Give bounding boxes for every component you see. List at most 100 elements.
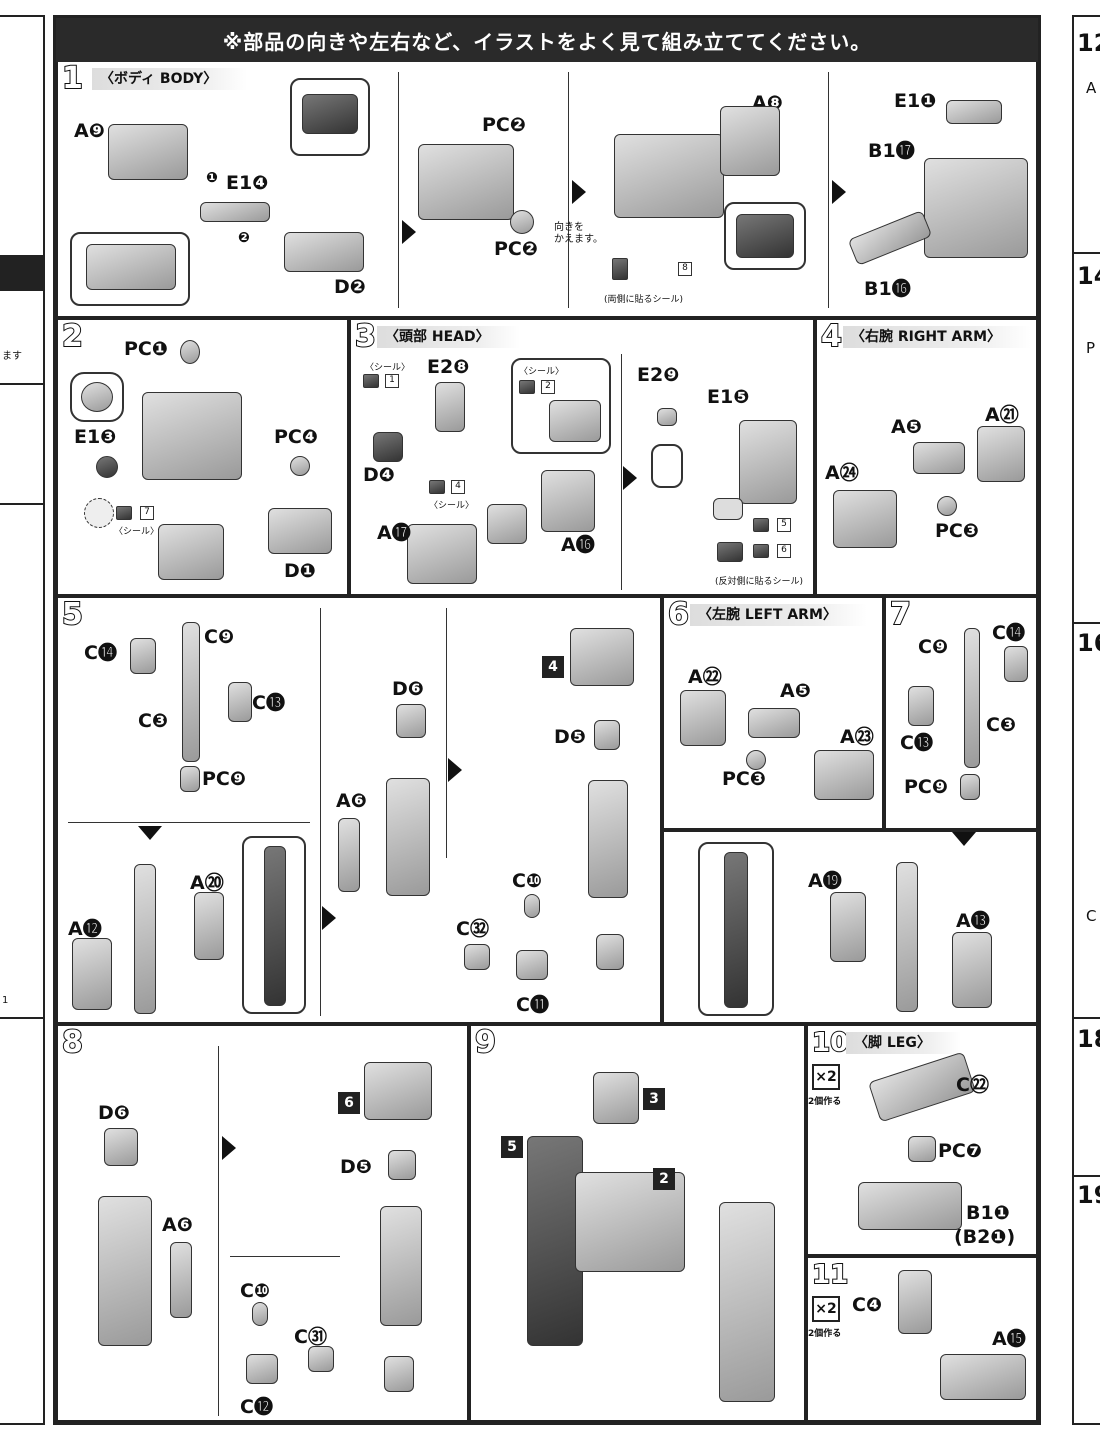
part-label: C⓮ (992, 622, 1025, 644)
part-label: B1❶ (966, 1202, 1010, 1224)
left-dark-bar (0, 255, 43, 291)
arm-frame-illustration (182, 622, 200, 762)
part-label: A⓱ (377, 522, 411, 544)
part-label: C❸ (138, 710, 169, 732)
seal-note: 〈シール〉 (429, 501, 475, 511)
part-label: PC❸ (722, 768, 766, 790)
detail-part-illustration (81, 382, 113, 412)
seal-illustration (84, 498, 114, 528)
part-label: A❾ (74, 120, 105, 142)
next-arrow (402, 220, 416, 244)
step-9-panel: 9 3 5 2 (469, 1024, 806, 1422)
step-number: 5 (61, 597, 84, 632)
body-part-illustration (108, 124, 188, 180)
left-divider (0, 1017, 43, 1019)
sub-step-divider (568, 72, 569, 308)
forearm-illustration (98, 1196, 152, 1346)
sub-step-divider (218, 1046, 219, 1416)
vent-part-illustration (946, 100, 1002, 124)
part-label: A㉒ (688, 666, 722, 688)
next-arrow (572, 180, 586, 204)
head-detail-illustration (549, 400, 601, 442)
step-7-panel: 7 C❾ C⓮ C⓭ C❸ PC❾ (884, 596, 1038, 830)
base-part-illustration (268, 508, 332, 554)
left-text-fragment: ます (2, 351, 22, 362)
detail-callout (70, 372, 124, 422)
part-label: A㉑ (985, 404, 1019, 426)
detail-callout: 〈シール〉 2 (511, 358, 611, 454)
seal-note: 〈シール〉 (114, 527, 160, 537)
orientation-note: かえます。 (554, 234, 603, 245)
part-label: E1❹ (226, 172, 269, 194)
step-number: 4 (820, 319, 843, 354)
next-arrow (222, 1136, 236, 1160)
next-arrow (952, 832, 976, 846)
polycap-illustration (180, 340, 200, 364)
shoulder-part-illustration (680, 690, 726, 746)
part-label: C❾ (918, 636, 949, 658)
forearm-illustration (386, 778, 430, 896)
part-label: PC❶ (124, 338, 168, 360)
head-assembly-illustration (593, 1072, 639, 1124)
seal-number: 8 (678, 262, 692, 276)
step-number: 9 (474, 1025, 497, 1060)
left-divider (0, 503, 43, 505)
part-label: C⓮ (84, 642, 117, 664)
step-number: 6 (667, 597, 690, 632)
warning-banner: ※部品の向きや左右など、イラストをよく見て組み立ててください。 (56, 18, 1038, 62)
detail-part-illustration (724, 852, 748, 1008)
opposite-side-icon (717, 542, 743, 562)
step-1-panel: 1 〈ボディ BODY〉 A❾ ❶ E1❹ ❷ D❷ PC❷ PC❷ 向きを か… (56, 62, 1038, 318)
part-label: A❺ (780, 680, 811, 702)
step-title: 〈右腕 RIGHT ARM〉 (843, 326, 1032, 348)
next-arrow (448, 758, 462, 782)
part-label: D❻ (392, 678, 424, 700)
polycap-illustration (908, 1136, 936, 1162)
shoulder-part-illustration (913, 442, 965, 474)
right-step-number: 19 (1077, 1181, 1100, 1209)
right-text-fragment: A (1086, 79, 1097, 97)
part-label: C⓭ (900, 732, 933, 754)
body-part-illustration (924, 158, 1028, 258)
part-label: PC❸ (935, 520, 979, 542)
detail-callout (651, 444, 683, 488)
sensor-part-illustration (96, 456, 118, 478)
part-label: A⓯ (992, 1328, 1026, 1350)
foot-part-illustration (940, 1354, 1026, 1400)
arm-shell-illustration (194, 892, 224, 960)
right-step-number: 18 (1077, 1025, 1100, 1053)
make-two-note: 2個作る (808, 1329, 842, 1339)
step-number: 1 (61, 62, 84, 96)
left-divider (0, 383, 43, 385)
arm-cover-illustration (908, 686, 934, 726)
part-label: C❸ (986, 714, 1017, 736)
step-10-panel: 10 〈脚 LEG〉 ×2 2個作る C㉒ PC❼ B1❶ (B2❶) (806, 1024, 1038, 1256)
step-number: 7 (889, 597, 912, 632)
detail-part-illustration (264, 846, 286, 1006)
forearm-illustration (380, 1206, 422, 1326)
part-label: (B2❶) (954, 1226, 1016, 1248)
hand-part-illustration (516, 950, 548, 980)
base-part-illustration (158, 524, 224, 580)
seal-icon (363, 374, 379, 388)
right-text-fragment: C (1086, 907, 1097, 925)
polycap-illustration (180, 766, 200, 792)
next-arrow (832, 180, 846, 204)
arm-cover-illustration (338, 818, 360, 892)
seal-number: 2 (541, 380, 555, 394)
sub-step-divider (398, 72, 399, 308)
step-2-panel: 2 PC❶ E1❸ 7 〈シール〉 PC❹ D❶ (56, 318, 349, 596)
hand-part-illustration (246, 1354, 278, 1384)
detail-part-illustration (86, 244, 176, 290)
arm-joint-illustration (1004, 646, 1028, 682)
seal-number: 5 (777, 518, 791, 532)
left-text-fragment: 1 (2, 995, 9, 1006)
elbow-part-illustration (396, 704, 426, 738)
sub-step-divider (828, 72, 829, 308)
hand-assembled-illustration (384, 1356, 414, 1392)
part-label: PC❹ (274, 426, 318, 448)
body-part-illustration (418, 144, 514, 220)
subassembly-badge: 6 (338, 1092, 360, 1114)
step-title: 〈ボディ BODY〉 (92, 68, 248, 90)
part-label: C❿ (512, 870, 543, 892)
